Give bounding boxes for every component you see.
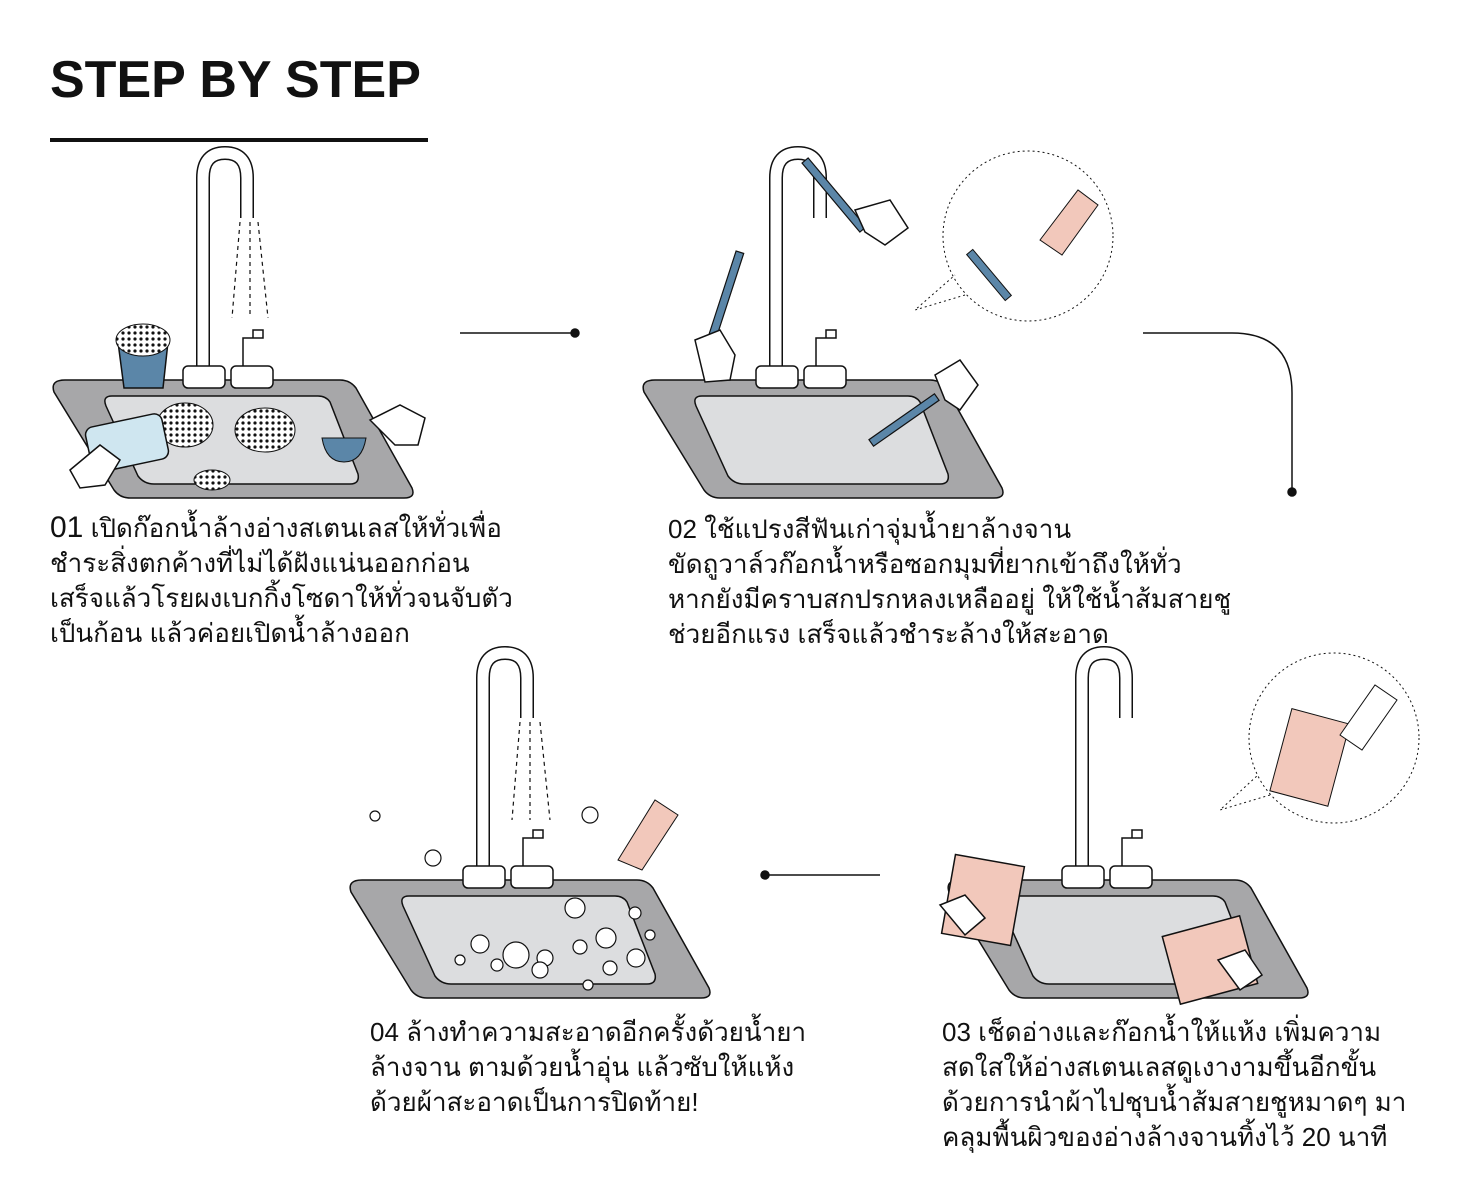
step-line: ด้วยผ้าสะอาดเป็นการปิดท้าย! (370, 1087, 699, 1117)
step-line: เช็ดอ่างและก๊อกน้ำให้แห้ง เพิ่มความ (978, 1017, 1382, 1047)
step-line: ช่วยอีกแรง เสร็จแล้วชำระล้างให้สะอาด (668, 619, 1109, 649)
step-3-text: 03 เช็ดอ่างและก๊อกน้ำให้แห้ง เพิ่มความ ส… (942, 1015, 1406, 1155)
water-stream (231, 221, 269, 319)
step-line: เป็นก้อน แล้วค่อยเปิดน้ำล้างออก (50, 618, 410, 648)
zoom-bubble (942, 150, 1114, 322)
hand-icon (368, 404, 426, 446)
step-line: ชำระสิ่งตกค้างที่ไม่ได้ฝังแน่นออกก่อน (50, 548, 470, 578)
step-line: ล้างทำความสะอาดอีกครั้งด้วยน้ำยา (406, 1017, 807, 1047)
connector-2-to-3 (1143, 332, 1297, 497)
step-line: เสร็จแล้วโรยผงเบกกิ้งโซดาให้ทั่วจนจับตัว (50, 583, 513, 613)
step-line: คลุมพื้นผิวของอ่างล้างจานทิ้งไว้ 20 นาที (942, 1122, 1388, 1152)
step-line: ล้างจาน ตามด้วยน้ำอุ่น แล้วซับให้แห้ง (370, 1052, 795, 1082)
step-number: 02 (668, 514, 697, 544)
step-2-text: 02 ใช้แปรงสีฟันเก่าจุ่มน้ำยาล้างจาน ขัดถ… (668, 512, 1231, 652)
step-line: สดใสให้อ่างสเตนเลสดูเงางามขึ้นอีกขั้น (942, 1052, 1377, 1082)
step-4-text: 04 ล้างทำความสะอาดอีกครั้งด้วยน้ำยา ล้าง… (370, 1015, 806, 1120)
connector-1-to-2 (460, 328, 580, 338)
vinegar-bottle-icon (1039, 189, 1099, 256)
step-4-illustration (349, 653, 711, 999)
soap-bottle-icon (617, 799, 679, 871)
step-line: เปิดก๊อกน้ำล้างอ่างสเตนเลสให้ทั่วเพื่อ (90, 513, 502, 543)
step-number: 01 (50, 511, 84, 544)
connector-3-to-4 (760, 870, 880, 880)
step-line: ด้วยการนำผ้าไปชุบน้ำส้มสายชูหมาดๆ มา (942, 1087, 1407, 1117)
step-1-illustration (52, 153, 426, 499)
title-underline (50, 138, 428, 142)
bowl-icon (321, 437, 367, 463)
step-line: ใช้แปรงสีฟันเก่าจุ่มน้ำยาล้างจาน (704, 514, 1072, 544)
step-number: 03 (942, 1017, 971, 1047)
step-1-text: 01 เปิดก๊อกน้ำล้างอ่างสเตนเลสให้ทั่วเพื่… (50, 510, 513, 651)
step-3-illustration (938, 653, 1420, 1006)
step-2-illustration (642, 150, 1114, 499)
step-line: ขัดถูวาล์วก๊อกน้ำหรือซอกมุมที่ยากเข้าถึง… (668, 549, 1182, 579)
step-number: 04 (370, 1017, 399, 1047)
step-line: หากยังมีคราบสกปรกหลงเหลืออยู่ ให้ใช้น้ำส… (668, 584, 1232, 614)
page-title: STEP BY STEP (50, 51, 421, 109)
bubbles (369, 806, 656, 991)
